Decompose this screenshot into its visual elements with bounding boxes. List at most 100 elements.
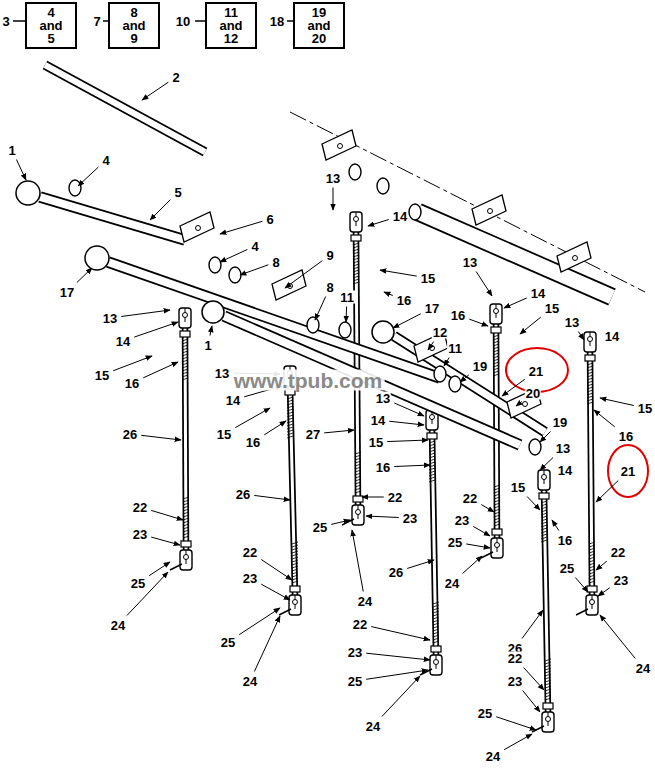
leader-line <box>261 559 292 580</box>
leader-line <box>261 584 290 600</box>
thread-mark <box>541 534 547 536</box>
leader-line <box>502 379 525 396</box>
thread-mark <box>287 409 293 411</box>
thread-mark <box>182 372 188 374</box>
clevis <box>179 308 191 328</box>
leader-line <box>315 297 326 321</box>
clevis <box>542 712 554 732</box>
callout-number: 22 <box>352 618 368 631</box>
callout-number: 4 <box>101 154 110 167</box>
callout-number: 25 <box>559 562 575 575</box>
thread-mark <box>493 353 499 355</box>
thread-mark <box>353 246 359 248</box>
bracket-hole <box>523 402 528 407</box>
adjusting-rod <box>290 386 295 595</box>
leader-line <box>520 317 541 334</box>
leader-line <box>540 458 553 471</box>
leader-line <box>151 510 183 520</box>
thread-mark <box>287 424 293 426</box>
thread-mark <box>589 566 595 568</box>
thread-mark <box>433 632 439 634</box>
leader-line <box>254 616 280 672</box>
leader-line <box>516 402 522 406</box>
callout-number: 21 <box>528 365 544 378</box>
clevis-pin <box>546 717 551 722</box>
thread-mark <box>287 415 293 417</box>
thread-mark <box>545 686 551 688</box>
thread-mark <box>493 374 499 376</box>
thread-mark <box>287 427 293 429</box>
bushing <box>339 322 351 338</box>
leader-line <box>380 270 417 276</box>
callout-number: 23 <box>347 646 363 659</box>
callout-number: 15 <box>216 428 232 441</box>
callout-number: 14 <box>604 330 620 343</box>
thread-mark <box>292 566 298 568</box>
leader-line <box>394 403 424 416</box>
cotter-pin <box>481 552 493 558</box>
thread-mark <box>587 393 593 395</box>
thread-mark <box>587 387 593 389</box>
clevis <box>490 304 502 324</box>
callout-number: 24 <box>365 720 381 733</box>
thread-mark <box>353 264 359 266</box>
leader-line <box>382 676 420 717</box>
leader-line <box>460 375 469 382</box>
callout-number: 16 <box>618 430 634 443</box>
thread-mark <box>493 365 499 367</box>
callout-number: 27 <box>305 428 321 441</box>
thread-mark <box>292 572 298 574</box>
clevis-pin <box>184 555 189 560</box>
thread-mark <box>587 375 593 377</box>
thread-mark <box>287 421 293 423</box>
clevis <box>352 505 364 525</box>
leader-line <box>151 537 180 545</box>
callout-number: 22 <box>610 546 626 559</box>
adjusting-rod <box>290 386 295 595</box>
thread-mark <box>493 356 499 358</box>
callout-number: 26 <box>388 566 404 579</box>
callout-number: 13 <box>555 442 571 455</box>
thread-mark <box>355 467 361 469</box>
leader-line <box>77 268 92 283</box>
thread-mark <box>429 477 435 479</box>
leader-line <box>473 526 490 536</box>
thread-mark <box>587 363 593 365</box>
thread-mark <box>292 578 298 580</box>
cotter-pin <box>342 519 354 525</box>
jam-nut <box>290 586 300 592</box>
jam-nut <box>543 703 553 709</box>
leader-line <box>393 314 421 328</box>
bracket-plate <box>322 130 356 160</box>
thread-mark <box>587 396 593 398</box>
cotter-pin <box>576 609 588 615</box>
thread-mark <box>493 359 499 361</box>
thread-mark <box>494 494 500 496</box>
thread-mark <box>429 468 435 470</box>
clevis <box>586 595 598 615</box>
thread-mark <box>182 366 188 368</box>
thread-mark <box>182 342 188 344</box>
thread-mark <box>494 515 500 517</box>
thread-mark <box>589 578 595 580</box>
callout-number: 23 <box>454 514 470 527</box>
thread-mark <box>355 461 361 463</box>
thread-mark <box>541 537 547 539</box>
bracket-plate <box>557 242 591 272</box>
leader-line <box>384 292 393 296</box>
thread-mark <box>541 531 547 533</box>
callout-number: 8 <box>271 256 280 269</box>
thread-mark <box>541 528 547 530</box>
thread-mark <box>292 569 298 571</box>
leader-line <box>466 544 490 548</box>
clevis <box>430 655 442 675</box>
leader-line <box>78 167 98 186</box>
bracket-hole <box>196 226 201 231</box>
leader-line <box>127 572 168 616</box>
thread-mark <box>183 509 189 511</box>
jam-nut <box>431 646 441 652</box>
thread-mark <box>433 629 439 631</box>
callout-number: 18 <box>269 15 285 28</box>
callout-number: 22 <box>242 546 258 559</box>
thread-mark <box>287 430 293 432</box>
